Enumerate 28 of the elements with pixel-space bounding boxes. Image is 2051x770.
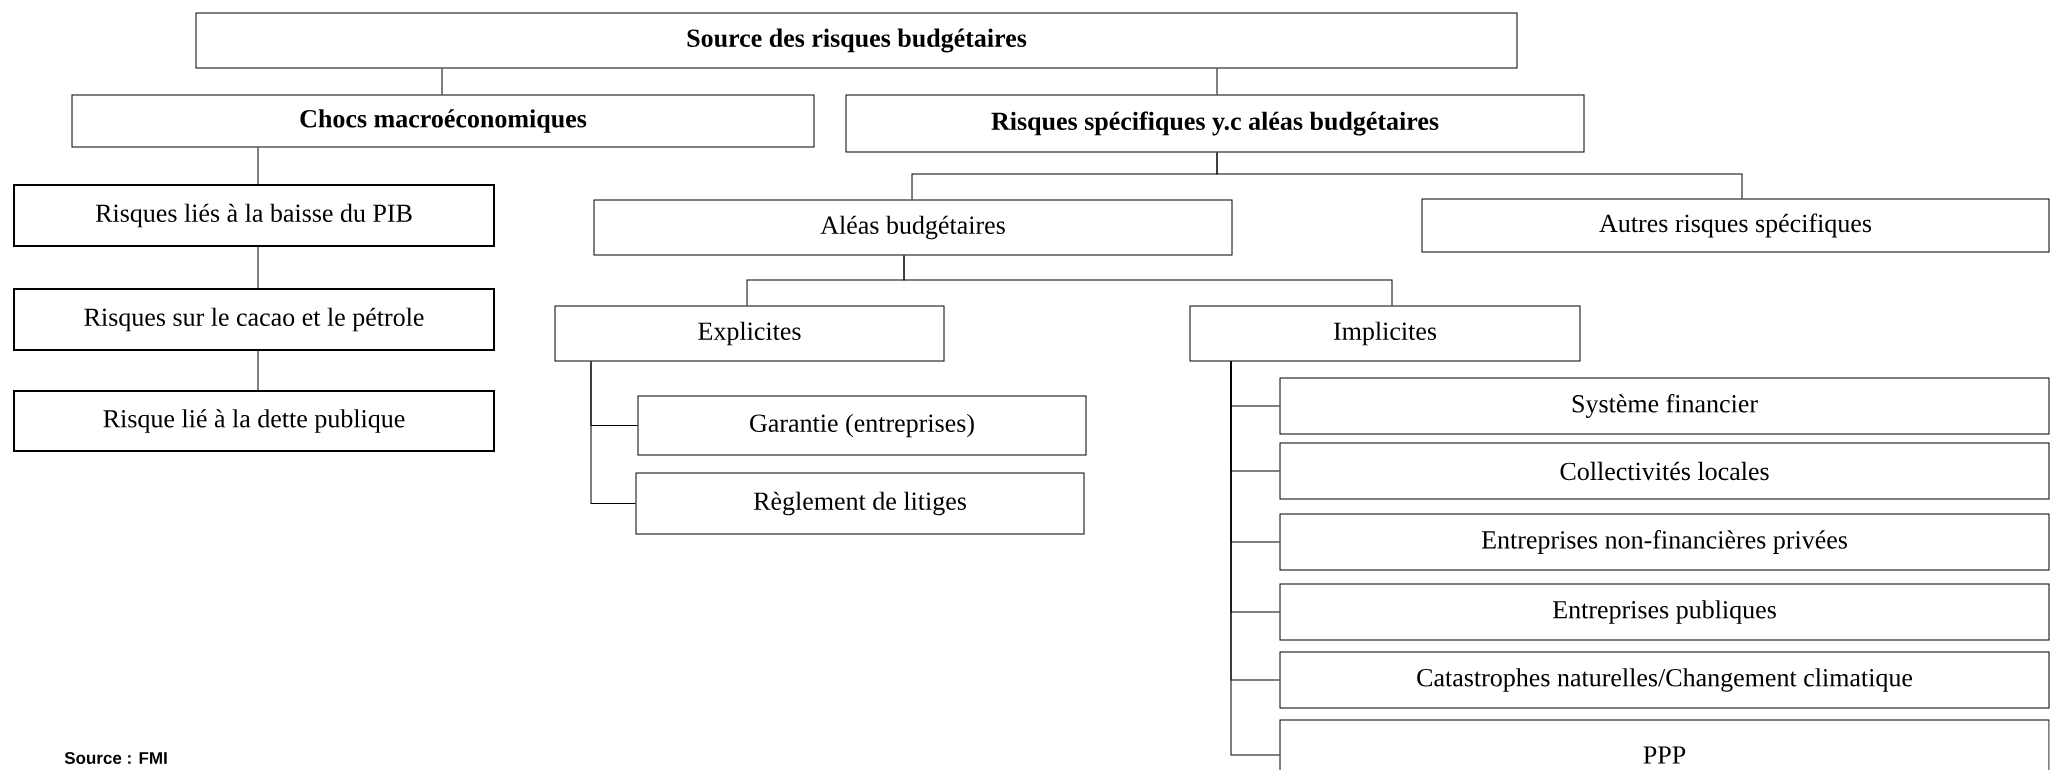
connector [257, 147, 259, 185]
box: Collectivités locales [1279, 442, 2050, 500]
box: Garantie (entreprises) [637, 395, 1087, 456]
box: Système financier [1279, 377, 2050, 435]
connector [257, 350, 259, 391]
connector [257, 246, 259, 289]
box: Règlement de litiges [635, 472, 1085, 535]
box: Entreprises publiques [1279, 583, 2050, 641]
box: Risques sur le cacao et le pétrole [13, 288, 495, 351]
box: Risque lié à la dette publique [13, 390, 495, 452]
connector [1230, 361, 1280, 756]
box: Implicites [1189, 305, 1581, 362]
box: Risques spécifiques y.c aléas budgétaires [845, 94, 1585, 153]
box: PPP [1279, 719, 2050, 770]
connector [590, 361, 636, 504]
source-note: Source : FMI [64, 751, 167, 764]
box: Explicites [554, 305, 945, 362]
connector [903, 255, 1393, 306]
connector [1216, 68, 1218, 95]
box: Source des risques budgétaires [195, 12, 1518, 69]
box: Autres risques spécifiques [1421, 198, 2050, 253]
box: Aléas budgétaires [593, 199, 1233, 256]
box: Chocs macroéconomiques [71, 94, 815, 148]
box: Risques liés à la baisse du PIB [13, 184, 495, 247]
connector [1216, 152, 1743, 199]
box: Catastrophes naturelles/Changement climatique [1279, 651, 2050, 709]
box: Entreprises non-financières privées [1279, 513, 2050, 571]
connector [441, 68, 443, 95]
